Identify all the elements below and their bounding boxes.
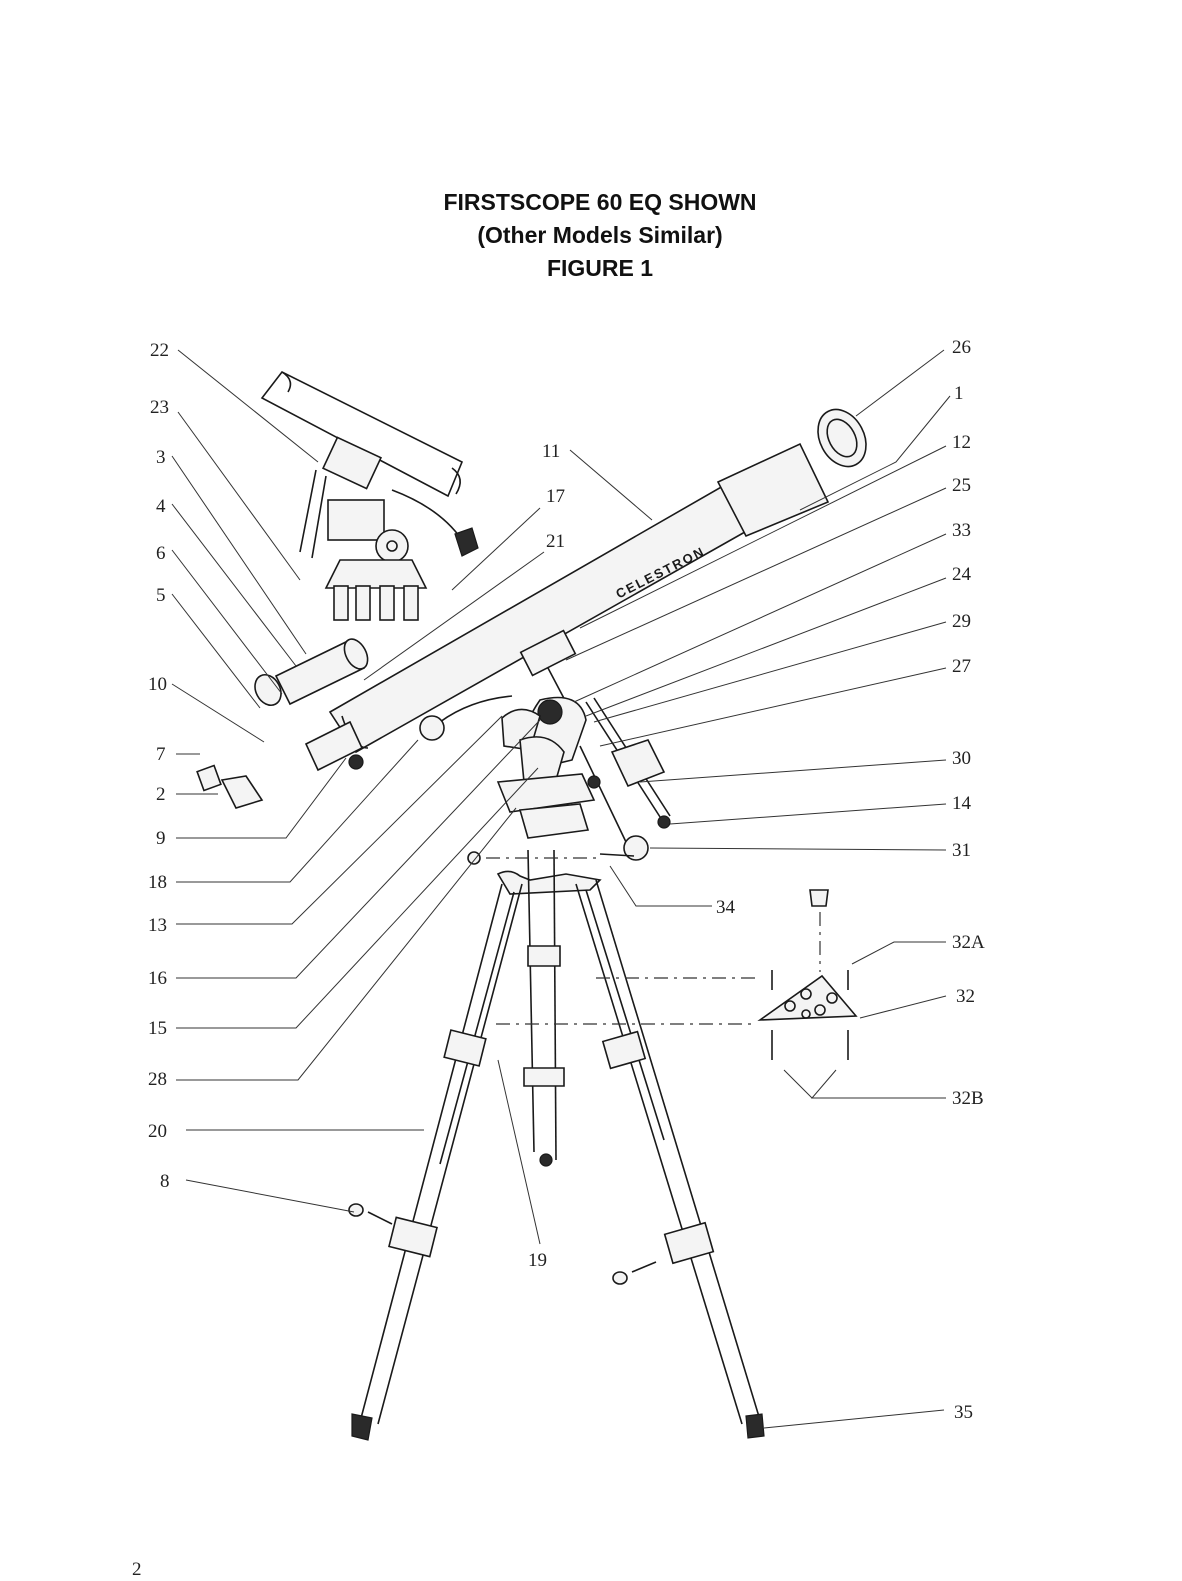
callout-1: 1	[954, 383, 964, 404]
callout-5: 5	[156, 585, 166, 606]
callout-2: 2	[156, 784, 166, 805]
callout-6: 6	[156, 543, 166, 564]
callout-31: 31	[952, 840, 971, 861]
page-number: 2	[132, 1559, 142, 1581]
callout-22: 22	[150, 340, 169, 361]
callout-32a: 32A	[952, 932, 985, 953]
callout-7: 7	[156, 744, 166, 765]
callout-21: 21	[546, 531, 565, 552]
accessory-tray	[496, 890, 856, 1060]
callout-34: 34	[716, 897, 736, 918]
callout-13: 13	[148, 915, 167, 936]
callout-10: 10	[148, 674, 167, 695]
callouts-left: 22 23 3 4 6 5 10 7 2 9 18 13 16 15 28 20…	[148, 340, 170, 1192]
callout-30: 30	[952, 748, 971, 769]
callout-8: 8	[160, 1171, 170, 1192]
callout-20: 20	[148, 1121, 167, 1142]
callout-11: 11	[542, 441, 560, 462]
callout-25: 25	[952, 475, 971, 496]
callout-4: 4	[156, 496, 166, 517]
callout-32: 32	[956, 986, 975, 1007]
callout-29: 29	[952, 611, 971, 632]
callout-23: 23	[150, 397, 169, 418]
equatorial-mount	[420, 696, 670, 860]
callout-24: 24	[952, 564, 972, 585]
callout-17: 17	[546, 486, 565, 507]
callout-3: 3	[156, 447, 166, 468]
callout-28: 28	[148, 1069, 167, 1090]
callout-26: 26	[952, 337, 971, 358]
callout-9: 9	[156, 828, 166, 849]
callout-16: 16	[148, 968, 167, 989]
callout-35: 35	[954, 1402, 973, 1423]
callout-14: 14	[952, 793, 972, 814]
callouts-right: 26 1 12 25 33 24 29 27 30 14 31 32A 32 3…	[952, 337, 985, 1423]
callout-32b: 32B	[952, 1088, 984, 1109]
callout-19: 19	[528, 1250, 547, 1271]
callout-12: 12	[952, 432, 971, 453]
callout-15: 15	[148, 1018, 167, 1039]
callout-33: 33	[952, 520, 971, 541]
mount-detail-inset	[262, 372, 478, 620]
callout-18: 18	[148, 872, 167, 893]
callout-27: 27	[952, 656, 971, 677]
